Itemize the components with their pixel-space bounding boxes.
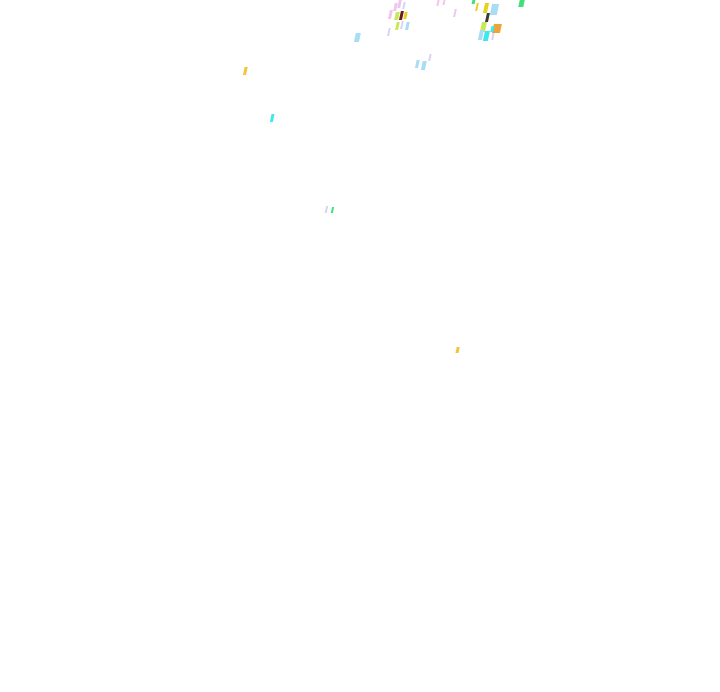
fragment-mark (491, 33, 495, 40)
fragment-mark (330, 207, 335, 213)
fragment-mark (353, 33, 361, 42)
fragment-mark (402, 2, 406, 9)
fragment-mark (393, 3, 398, 11)
fragment-mark (482, 3, 490, 13)
fragment-mark (484, 13, 490, 22)
fragment-mark (395, 22, 400, 30)
fragment-mark (414, 60, 420, 68)
fragment-mark (482, 31, 490, 41)
fragment-mark (453, 9, 457, 17)
fragment-mark (471, 0, 476, 4)
fragment-mark (387, 28, 391, 36)
fragment-mark (455, 347, 460, 353)
fragment-mark (324, 206, 329, 213)
fragment-mark (475, 3, 479, 11)
fragment-mark (490, 26, 495, 32)
fragment-mark (403, 12, 408, 19)
fragment-mark (400, 21, 404, 29)
fragment-mark (399, 11, 404, 20)
fragment-mark (388, 10, 393, 19)
fragment-mark (242, 67, 248, 75)
fragment-mark (479, 22, 487, 32)
fragment-mark (269, 114, 275, 122)
fragment-mark (397, 0, 402, 8)
fragment-mark (405, 22, 410, 30)
fragment-marks (242, 0, 525, 353)
fragment-mark (436, 0, 440, 6)
fragment-mark (518, 0, 525, 7)
fragment-mark (428, 54, 432, 61)
fragment-mark (477, 30, 484, 40)
fragment-mark (442, 0, 446, 5)
fragment-mark (420, 61, 427, 70)
fragment-mark (489, 4, 500, 15)
fragment-mark (394, 12, 400, 20)
